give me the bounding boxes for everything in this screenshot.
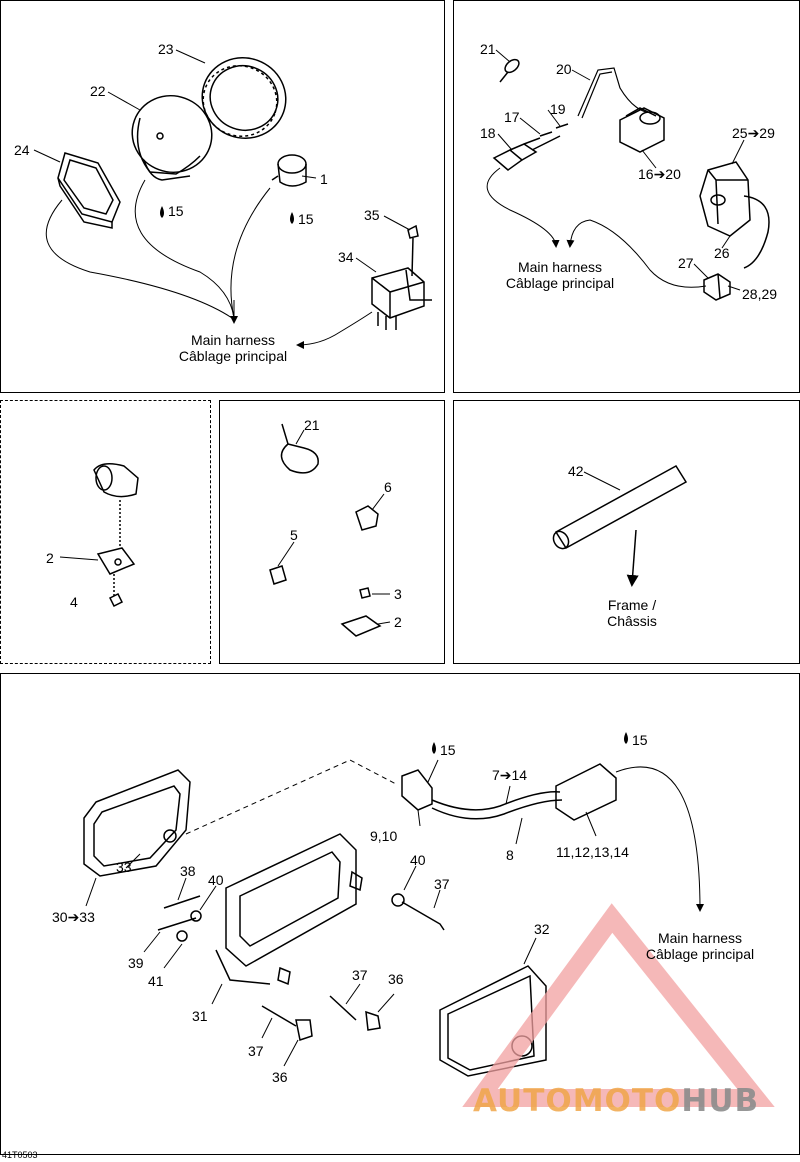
label-36b: 36 — [272, 1069, 288, 1085]
panel-handlebar-switch — [453, 0, 800, 393]
watermark-triangle — [462, 903, 775, 1107]
leaders-panel1 — [33, 49, 411, 273]
drop-label-15c: 15 — [440, 742, 456, 758]
label-24: 24 — [14, 142, 30, 158]
label-37b: 37 — [352, 967, 368, 983]
wires-panel2 — [486, 167, 707, 288]
leader-2-p3 — [59, 556, 99, 561]
label-31: 31 — [192, 1008, 208, 1024]
leaders-p4 — [277, 429, 391, 625]
connector-18 — [492, 123, 569, 171]
label-1: 1 — [320, 171, 328, 187]
label-5: 5 — [290, 527, 298, 543]
bracket-assembly-p3 — [93, 463, 139, 608]
label-11-14: 11,12,13,14 — [556, 844, 629, 860]
lamp-ring-23 — [201, 57, 287, 139]
panel-headlamp-assembly — [0, 673, 800, 1155]
switch-16 — [619, 107, 665, 153]
label-40b: 40 — [410, 852, 426, 868]
label-32: 32 — [534, 921, 550, 937]
drops-panel1 — [160, 206, 294, 224]
label-4: 4 — [70, 594, 78, 610]
fasteners-p4 — [269, 423, 382, 637]
label-25-29: 25➔29 — [732, 125, 775, 141]
indicator-1 — [271, 154, 307, 187]
label-30-33: 30➔33 — [52, 909, 95, 925]
label-33: 33 — [116, 859, 132, 875]
label-17: 17 — [504, 109, 520, 125]
label-27: 27 — [678, 255, 694, 271]
headlamp-30 — [83, 769, 191, 877]
label-41: 41 — [148, 973, 164, 989]
watermark-logo: AUTOMOTOHUB — [473, 1083, 760, 1119]
label-42: 42 — [568, 463, 584, 479]
label-35: 35 — [364, 207, 380, 223]
harness-7-14 — [401, 763, 617, 821]
screw-35 — [407, 224, 419, 277]
panel-lighting-lamps — [0, 0, 445, 393]
panel-conduit — [453, 400, 800, 664]
drop-label-15b: 15 — [298, 211, 314, 227]
label-37a: 37 — [434, 876, 450, 892]
label-23: 23 — [158, 41, 174, 57]
label-40a: 40 — [208, 872, 224, 888]
label-6: 6 — [384, 479, 392, 495]
drop-label-15d: 15 — [632, 732, 648, 748]
label-36a: 36 — [388, 971, 404, 987]
leaders-p6 — [85, 759, 597, 1067]
label-37c: 37 — [248, 1043, 264, 1059]
connector-27 — [703, 273, 731, 301]
label-38: 38 — [180, 863, 196, 879]
label-18: 18 — [480, 125, 496, 141]
lamp-housing-22 — [131, 95, 213, 181]
label-21-p4: 21 — [304, 417, 320, 433]
panel-fasteners — [219, 400, 445, 664]
caption-frame: Frame / Châssis — [607, 597, 657, 629]
label-9-10: 9,10 — [370, 828, 398, 844]
label-16-20: 16➔20 — [638, 166, 681, 182]
label-28-29: 28,29 — [742, 286, 778, 302]
wires-p6 — [185, 759, 704, 912]
label-34: 34 — [338, 249, 354, 265]
wires-panel1 — [45, 179, 373, 349]
caption-main-harness-p1: Main harness Câblage principal — [178, 332, 288, 364]
label-22: 22 — [90, 83, 106, 99]
label-3: 3 — [394, 586, 402, 602]
label-2-p4: 2 — [394, 614, 402, 630]
drops-p6 — [432, 732, 628, 754]
label-20: 20 — [556, 61, 572, 77]
wire-20 — [577, 67, 647, 119]
label-19: 19 — [550, 101, 566, 117]
figure-code: 41T0503 — [2, 1150, 38, 1160]
relay-34 — [371, 267, 432, 330]
handlebar-switch-25 — [699, 161, 770, 269]
panel-bracket-small — [0, 400, 211, 664]
drop-label-15a: 15 — [168, 203, 184, 219]
label-39: 39 — [128, 955, 144, 971]
label-8: 8 — [506, 847, 514, 863]
conduit-42 — [552, 465, 688, 587]
lamp-24 — [57, 152, 121, 229]
leaders-panel2 — [495, 49, 745, 291]
label-2-p3: 2 — [46, 550, 54, 566]
label-26: 26 — [714, 245, 730, 261]
clip-21-p2 — [499, 58, 520, 83]
label-7-14: 7➔14 — [492, 767, 528, 783]
caption-main-harness-p2: Main harness Câblage principal — [505, 259, 615, 291]
mount-frame-31 — [215, 833, 363, 986]
caption-main-harness-p6: Main harness Câblage principal — [645, 930, 755, 962]
hardware-p6 — [157, 893, 445, 1041]
label-21-p2: 21 — [480, 41, 496, 57]
